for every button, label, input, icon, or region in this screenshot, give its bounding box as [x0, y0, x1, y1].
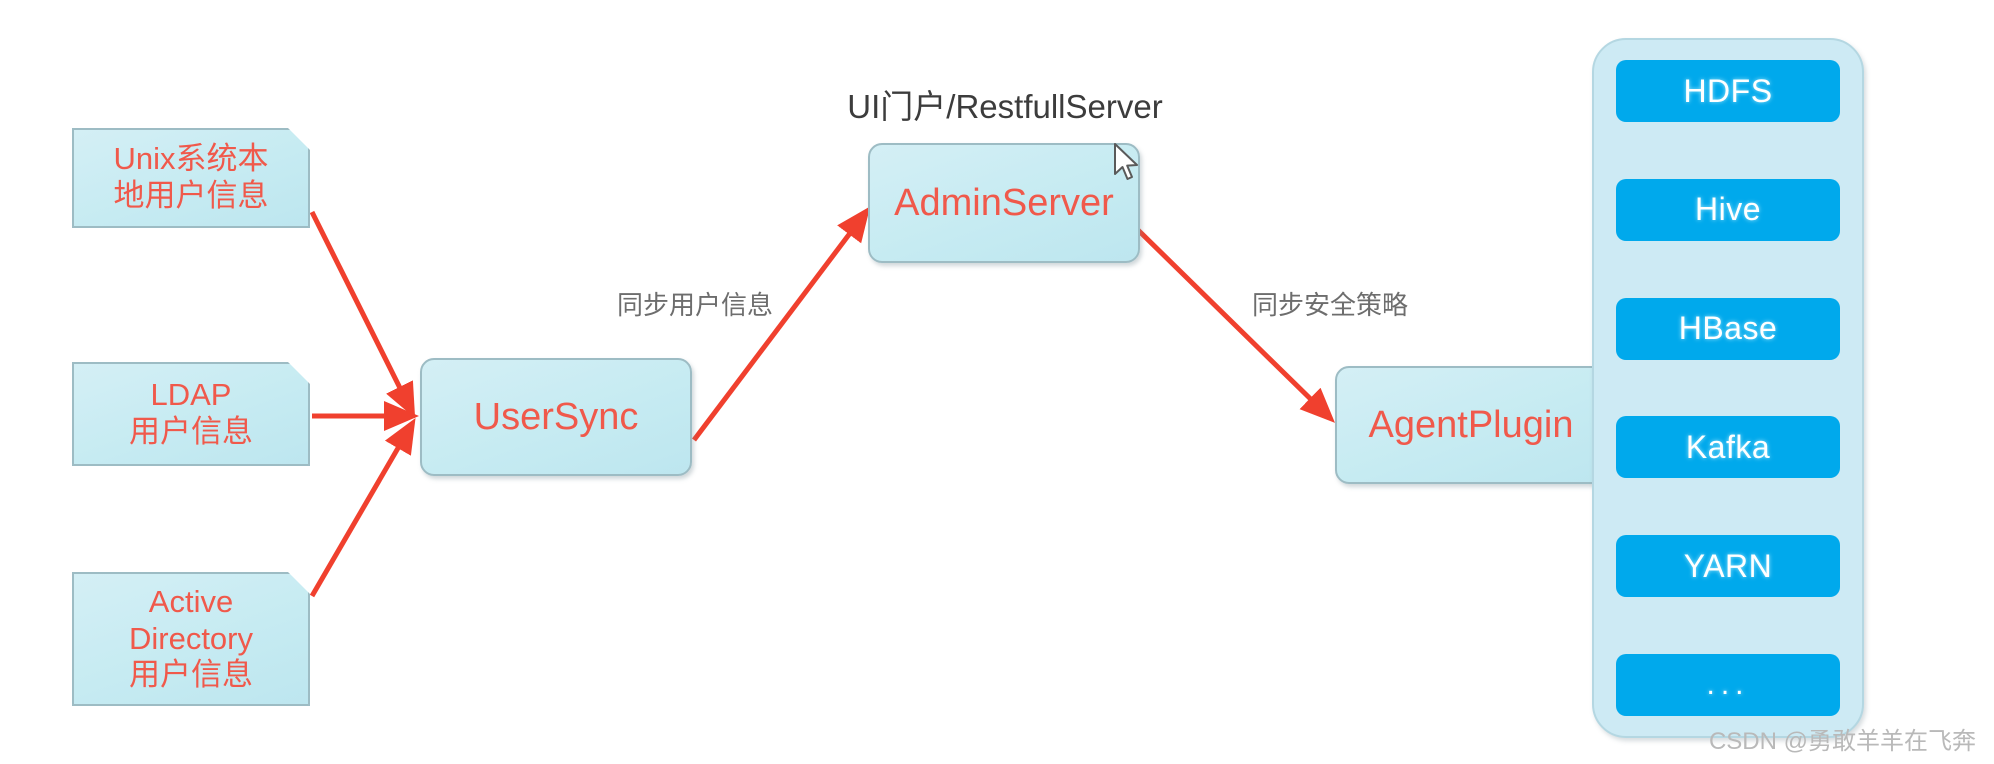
service-item-kafka[interactable]: Kafka: [1616, 416, 1840, 479]
mouse-cursor-arrow-icon: [1114, 143, 1138, 180]
arrow-usersync-to-adminserver: [692, 206, 871, 442]
node-ldap-sheet: [72, 362, 310, 466]
node-agentplugin[interactable]: AgentPlugin: [1335, 366, 1607, 484]
portal-caption: UI门户/RestfullServer: [847, 88, 1163, 125]
service-stack-container: HDFS Hive HBase Kafka YARN ...: [1592, 38, 1864, 738]
node-active-directory-source[interactable]: Active Directory 用户信息: [72, 572, 310, 706]
node-adminserver-label: AdminServer: [894, 181, 1114, 224]
node-agentplugin-label: AgentPlugin: [1368, 403, 1574, 446]
service-item-hdfs[interactable]: HDFS: [1616, 60, 1840, 122]
node-unix-label: Unix系统本 地用户信息: [113, 141, 269, 213]
node-unix-source[interactable]: Unix系统本 地用户信息: [72, 128, 310, 228]
node-active-directory-sheet: [72, 572, 310, 706]
arrow-activedirectory-to-usersync: [309, 417, 416, 598]
node-unix-sheet: [72, 128, 310, 228]
node-ldap-label: LDAP 用户信息: [129, 377, 253, 449]
watermark-text: CSDN @勇敢羊羊在飞奔: [1708, 728, 1976, 755]
edge-label-sync-security-policy: 同步安全策略: [1252, 290, 1409, 320]
service-item-yarn[interactable]: YARN: [1616, 535, 1840, 598]
arrow-unix-to-usersync: [309, 210, 416, 419]
service-item-more[interactable]: ...: [1616, 653, 1840, 716]
arrow-adminserver-to-agentplugin: [1134, 226, 1336, 423]
service-item-hbase[interactable]: HBase: [1616, 297, 1840, 360]
service-item-hive[interactable]: Hive: [1616, 178, 1840, 241]
edge-label-sync-user-info: 同步用户信息: [617, 290, 774, 320]
node-usersync-label: UserSync: [473, 395, 639, 438]
node-active-directory-label: Active Directory 用户信息: [128, 584, 253, 693]
node-ldap-source[interactable]: LDAP 用户信息: [72, 362, 310, 466]
node-adminserver[interactable]: AdminServer: [868, 143, 1140, 263]
node-usersync[interactable]: UserSync: [420, 358, 692, 476]
